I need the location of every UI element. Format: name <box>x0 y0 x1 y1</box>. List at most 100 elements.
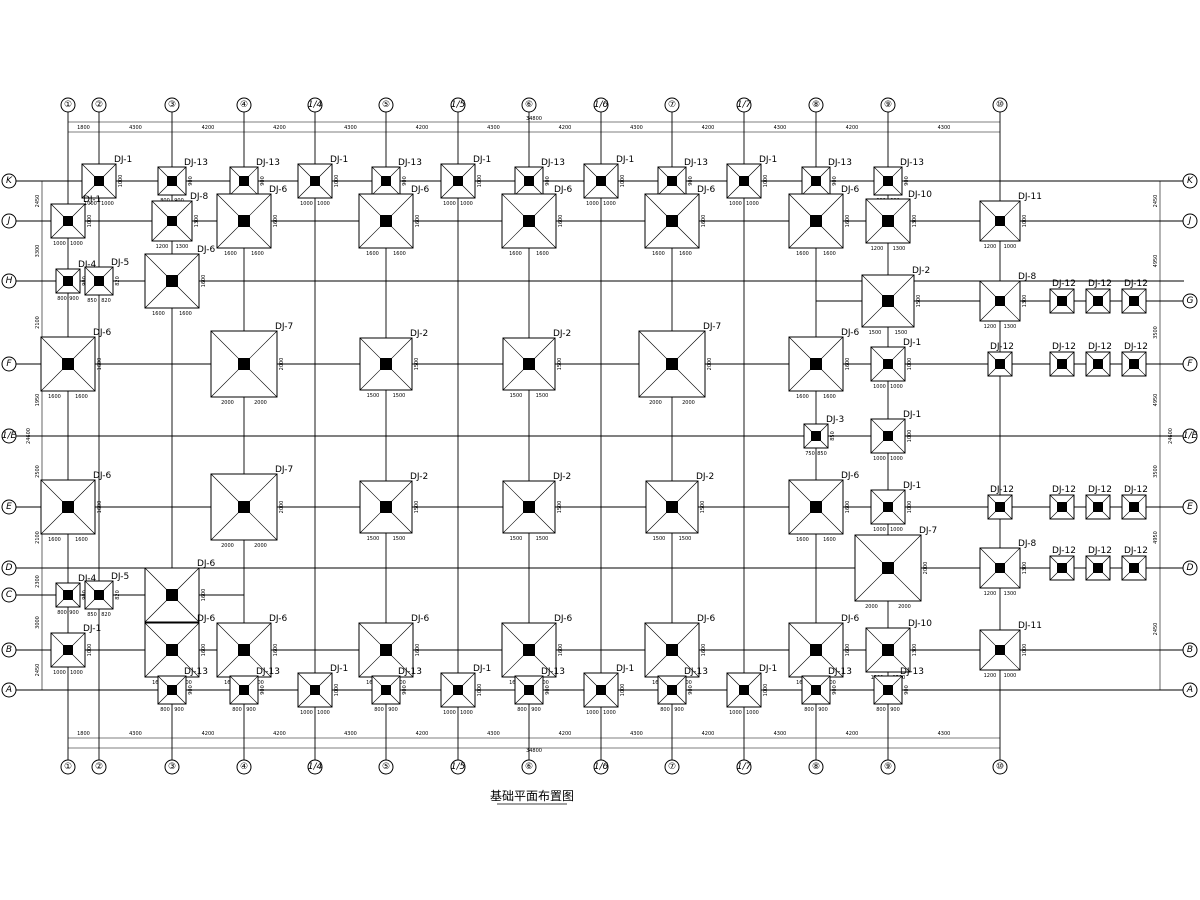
column-stub <box>523 215 535 227</box>
dim-top-5: 4200 <box>416 125 429 131</box>
footing-tag: DJ-7 <box>275 322 293 332</box>
footing-dim-side: 1000 <box>87 644 93 657</box>
footing-dim-b: 1600 <box>251 251 264 257</box>
footing-dim-a: 1600 <box>652 251 665 257</box>
right-total-dim: 24600 <box>1168 428 1174 444</box>
column-stub <box>810 358 822 370</box>
footing-dim-side: 1000 <box>907 501 913 514</box>
footing-dim-side: 900 <box>188 685 194 695</box>
footing-tag: DJ-6 <box>93 328 112 338</box>
footing-dim-b: 1300 <box>176 244 189 250</box>
footing-dim-b: 1000 <box>1004 244 1017 250</box>
footing-dim-side: 1600 <box>201 275 207 288</box>
footing-dim-side: 820 <box>115 590 121 600</box>
footing-dim-a: 800 <box>57 296 67 302</box>
footing-tag: DJ-1 <box>903 410 921 420</box>
grid-bubble-right-F: F <box>1182 356 1198 372</box>
dim-right-5: 4950 <box>1153 531 1159 544</box>
dim-top-6: 4300 <box>487 125 500 131</box>
grid-bubble-label: ⑩ <box>996 100 1004 110</box>
column-stub <box>63 276 73 286</box>
column-stub <box>453 685 463 695</box>
column-stub <box>811 685 821 695</box>
column-stub <box>883 431 893 441</box>
footing-tag: DJ-1 <box>616 155 634 165</box>
footing-tag: DJ-1 <box>759 664 777 674</box>
footing-dim-b: 1600 <box>393 251 406 257</box>
footing-dim-a: 800 <box>876 707 886 713</box>
footing-tag: DJ-13 <box>900 667 924 677</box>
dim-left-4: 2500 <box>35 465 41 478</box>
grid-bubble-left-F: F <box>1 356 17 372</box>
footing-dim-b: 820 <box>101 612 111 618</box>
footing-tag: DJ-6 <box>197 614 216 624</box>
column-stub <box>1093 502 1103 512</box>
grid-bubble-label: A <box>5 685 12 695</box>
dim-left-2: 2100 <box>35 316 41 329</box>
footing-tag: DJ-12 <box>1088 279 1112 289</box>
footing-dim-side: 1000 <box>1022 215 1028 228</box>
footing-dim-side: 900 <box>260 176 266 186</box>
footing-dim-b: 820 <box>101 298 111 304</box>
grid-bubble-left-B: B <box>1 642 17 658</box>
footing-tag: DJ-7 <box>703 322 721 332</box>
grid-bubble-circle <box>1182 428 1198 444</box>
footing-dim-a: 850 <box>87 298 97 304</box>
grid-bubble-top-8: ⑧ <box>808 97 824 113</box>
footing-dim-b: 1300 <box>1004 591 1017 597</box>
footing-tag: DJ-6 <box>269 614 288 624</box>
footing-dim-a: 1000 <box>300 710 313 716</box>
footing-dim-side: 1600 <box>415 215 421 228</box>
column-stub <box>94 590 104 600</box>
dim-right-4: 3500 <box>1153 465 1159 478</box>
footing-dim-b: 1600 <box>179 311 192 317</box>
footing-dim-side: 1000 <box>620 684 626 697</box>
dim-left-1: 3300 <box>35 245 41 258</box>
grid-bubble-label: E <box>6 502 12 512</box>
footing-tag: DJ-13 <box>256 158 280 168</box>
footing-dim-a: 1000 <box>443 710 456 716</box>
column-stub <box>882 644 894 656</box>
footing-dj-12: DJ-12 <box>1049 279 1076 314</box>
column-stub <box>883 502 893 512</box>
footing-dim-b: 1000 <box>70 241 83 247</box>
footing-dim-b: 1000 <box>460 201 473 207</box>
grid-bubble-circle <box>236 97 252 113</box>
footing-dim-side: 2000 <box>707 358 713 371</box>
grid-bubble-circle <box>521 97 537 113</box>
footing-dim-b: 1600 <box>823 537 836 543</box>
column-stub <box>62 358 74 370</box>
footing-dim-side: 1600 <box>845 644 851 657</box>
grid-bubble-label: G <box>1187 296 1194 306</box>
column-stub <box>523 644 535 656</box>
footing-tag: DJ-6 <box>411 614 430 624</box>
grid-bubble-bottom-9: ⑨ <box>880 759 896 775</box>
grid-bubble-top-5: ⑤ <box>378 97 394 113</box>
footing-dim-a: 1200 <box>984 324 997 330</box>
column-stub <box>596 685 606 695</box>
grid-bubble-circle <box>1182 499 1198 515</box>
column-stub <box>523 501 535 513</box>
column-stub <box>94 176 104 186</box>
grid-bubble-bottom-1/4: 1/4 <box>307 759 323 775</box>
footing-tag: DJ-6 <box>411 185 430 195</box>
grid-bubble-circle <box>664 97 680 113</box>
footing-dim-a: 2000 <box>221 400 234 406</box>
grid-bubble-circle <box>1182 173 1198 189</box>
footing-tag: DJ-6 <box>841 471 860 481</box>
footing-dj-12: DJ-12 <box>1049 485 1076 520</box>
column-stub <box>524 685 534 695</box>
footing-dim-a: 1000 <box>586 710 599 716</box>
grid-bubble-left-1/E: 1/E <box>1 428 17 444</box>
footing-tag: DJ-12 <box>1124 279 1148 289</box>
column-stub <box>166 589 178 601</box>
grid-bubble-circle <box>236 759 252 775</box>
